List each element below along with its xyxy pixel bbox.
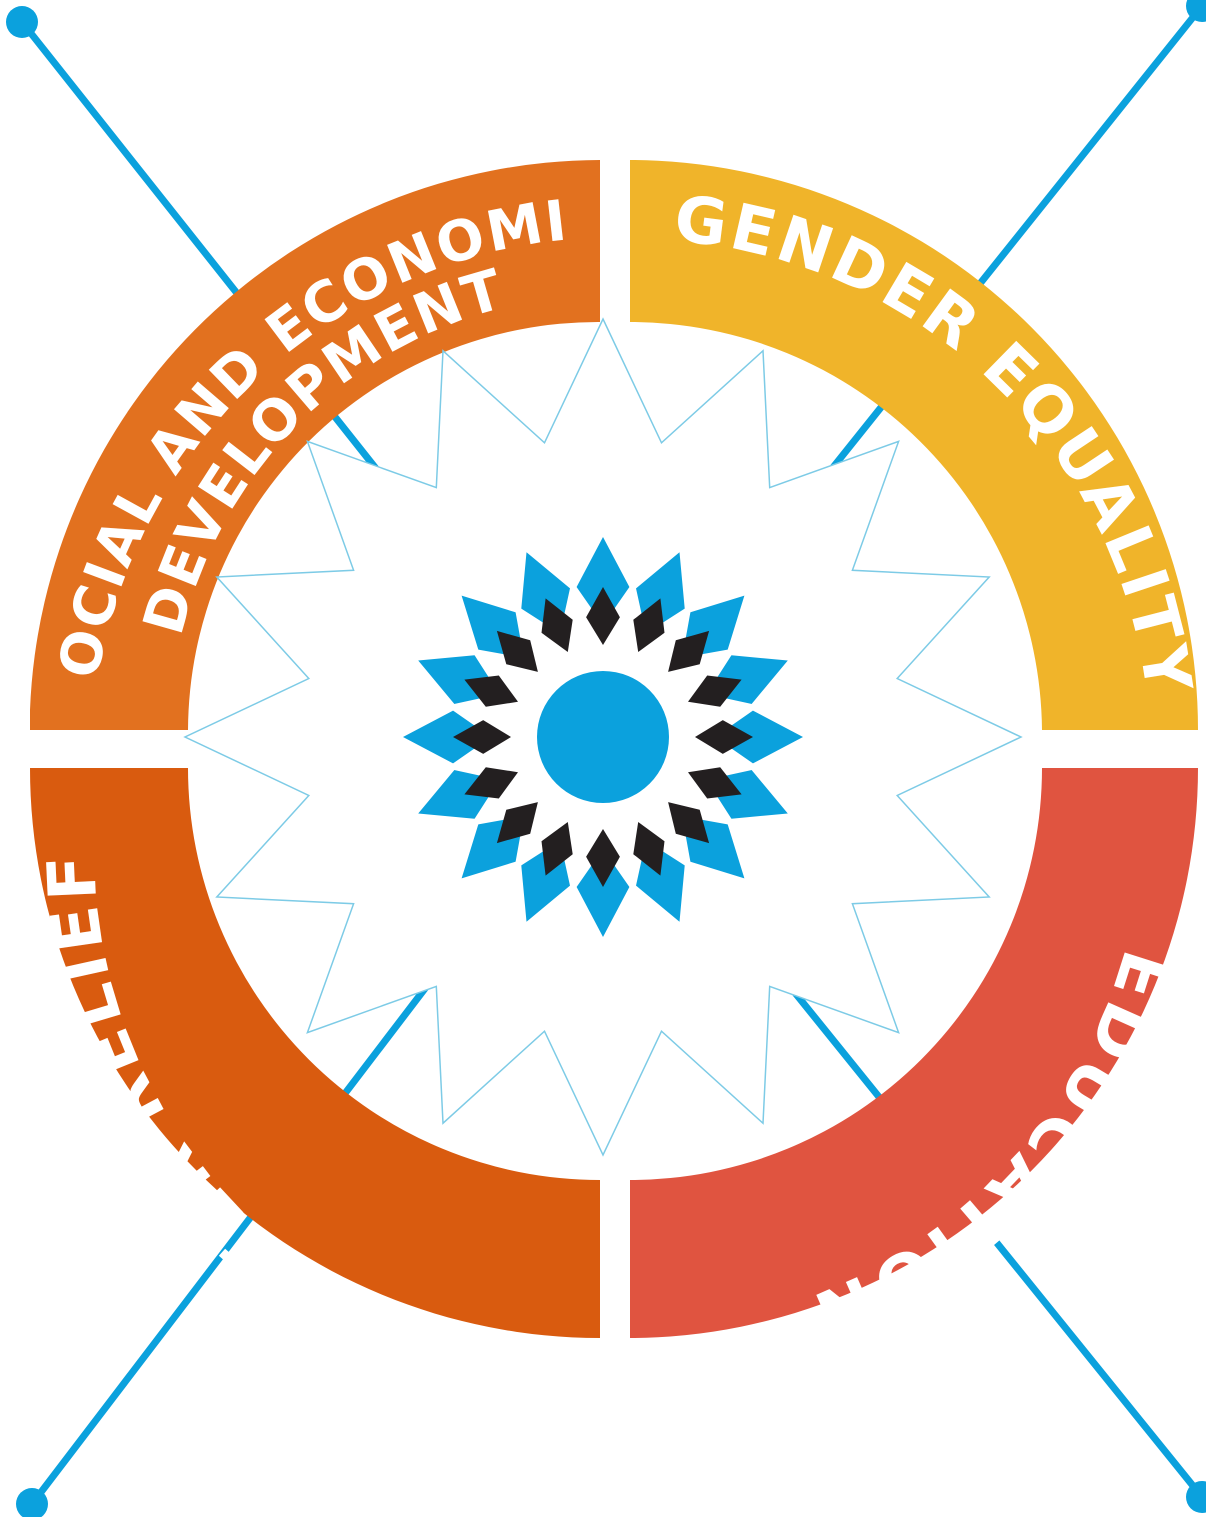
connector-dot-top-right: [1186, 0, 1206, 22]
emblem-black-diamond: [586, 829, 620, 887]
emblem-black-diamond: [496, 802, 538, 844]
emblem-black-diamond: [541, 822, 573, 876]
emblem-black-diamond: [633, 822, 665, 876]
ring-segments: [30, 160, 1198, 1338]
segment-disaster-relief[interactable]: [30, 768, 600, 1338]
emblem-black-diamond: [695, 720, 753, 754]
emblem-black-diamond: [453, 720, 511, 754]
emblem-black-diamond: [688, 675, 742, 707]
emblem-black-diamond: [668, 802, 710, 844]
emblem-black-diamond: [541, 598, 573, 652]
emblem-black-diamond: [633, 598, 665, 652]
connector-dot-bottom-right: [1186, 1481, 1206, 1513]
segment-gender-equality[interactable]: [630, 160, 1198, 730]
central-emblem: [403, 537, 803, 937]
emblem-black-diamond: [668, 630, 710, 672]
emblem-black-diamond: [586, 587, 620, 645]
segment-education[interactable]: [630, 768, 1198, 1338]
emblem-black-diamond: [496, 630, 538, 672]
emblem-black-diamond: [688, 767, 742, 799]
emblem-black-diamond: [464, 767, 518, 799]
emblem-center-circle: [537, 671, 669, 803]
emblem-black-diamonds: [453, 587, 753, 887]
segment-social-economic[interactable]: [30, 160, 600, 730]
connector-dot-bottom-left: [16, 1488, 48, 1517]
emblem-black-diamond: [464, 675, 518, 707]
connector-dot-top-left: [6, 6, 38, 38]
